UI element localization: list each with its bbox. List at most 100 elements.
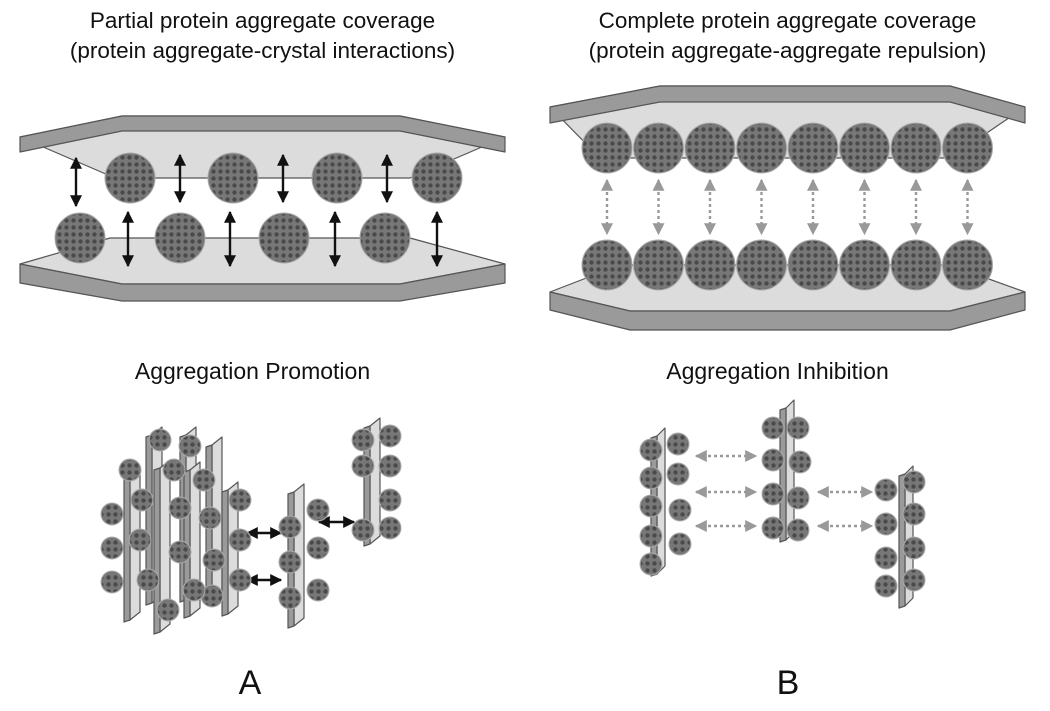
panel-a-stacked-aggregate-2-texture: [102, 538, 122, 558]
panel-a-stacked-aggregate-9-texture: [170, 542, 190, 562]
panel-b-left-aggregate-5: [639, 552, 663, 576]
panel-b-right-aggregate-6: [902, 502, 926, 526]
panel-a-top-aggregate-1-texture: [106, 154, 154, 202]
panel-b-label: B: [776, 664, 800, 702]
panel-b-right-aggregate-2-texture: [876, 514, 896, 534]
panel-b-left-aggregate-9-texture: [670, 534, 690, 554]
panel-a-subtitle: Aggregation Promotion: [134, 358, 371, 384]
panel-b-bottom-aggregate-4: [736, 239, 787, 291]
panel-b-bottom-aggregate-6-texture: [840, 241, 889, 289]
panel-a-title-line1: Partial protein aggregate coverage: [89, 8, 436, 33]
panel-b-center-aggregate-7: [786, 486, 810, 510]
panel-b-center-aggregate-8-texture: [788, 520, 808, 540]
panel-a-stacked-aggregate-27: [306, 578, 330, 602]
panel-a-stacked-aggregate-17-texture: [184, 580, 204, 600]
panel-a-stacked-aggregate-14-texture: [230, 490, 250, 510]
panel-b-bottom-aggregate-4-texture: [737, 241, 786, 289]
panel-b-title-line2: (protein aggregate-aggregate repulsion): [588, 38, 987, 63]
panel-b-right-aggregate-5: [902, 470, 926, 494]
panel-a-stacked-aggregate-9: [168, 540, 192, 564]
panel-a-stacked-aggregate-24: [278, 586, 302, 610]
panel-a-stacked-crystal-7-edge: [221, 489, 229, 617]
panel-b-center-aggregate-2-texture: [763, 450, 783, 470]
panel-b-left-aggregate-9: [668, 532, 692, 556]
panel-a-stacked-aggregate-7-texture: [164, 460, 184, 480]
panel-a-stacked-aggregate-32: [378, 454, 402, 478]
panel-b-bottom-aggregate-1: [581, 239, 633, 291]
panel-a-stacked-aggregate-15-texture: [230, 530, 250, 550]
panel-a-bottom-plate-edge: [19, 263, 506, 302]
panel-a-top-plate-edge: [19, 115, 506, 153]
panel-b-right-aggregate-7: [902, 536, 926, 560]
panel-a-stacked-aggregate-20: [148, 428, 172, 452]
panel-a-title: Partial protein aggregate coverage (prot…: [0, 6, 525, 66]
panel-b-bottom-aggregate-8-texture: [943, 241, 992, 289]
panel-a-stacked-aggregate-16-texture: [230, 570, 250, 590]
panel-a-label: A: [238, 664, 262, 702]
panel-b-right-aggregate-7-texture: [904, 538, 924, 558]
panel-b-center-aggregate-1-texture: [763, 418, 783, 438]
panel-a-bottom-aggregate-1: [54, 212, 106, 264]
panel-a-title-line2: (protein aggregate-crystal interactions): [69, 38, 456, 63]
panel-a-stacked-aggregate-21-texture: [180, 436, 200, 456]
panel-b-top-aggregate-8-texture: [943, 124, 992, 172]
panel-b-left-aggregate-6: [666, 432, 690, 456]
panel-a-stacked-aggregate-29-texture: [353, 456, 373, 476]
panel-b-bottom-aggregate-3: [684, 239, 736, 291]
panel-a-stacked-aggregate-8: [168, 496, 192, 520]
panel-a-stacked-aggregate-29: [351, 454, 375, 478]
panel-a-stacked-aggregate-34-texture: [380, 518, 400, 538]
panel-b-top-plate-edge: [549, 85, 1026, 124]
panel-a-bottom-aggregate-1-texture: [56, 214, 104, 262]
panel-b-center-aggregate-3-texture: [763, 484, 783, 504]
panel-a-stacked-aggregate-19-texture: [120, 460, 140, 480]
panel-a-top-aggregate-4-texture: [413, 154, 461, 202]
panel-b-center-aggregate-5-texture: [788, 418, 808, 438]
panel-b-left-aggregate-5-texture: [641, 554, 661, 574]
panel-a-stacked-aggregate-12-texture: [204, 550, 224, 570]
panel-a-bottom-aggregate-4: [359, 212, 411, 264]
panel-a-stacked-aggregate-3: [100, 570, 124, 594]
panel-b-center-aggregate-1: [761, 416, 785, 440]
panel-b-top-aggregate-4-texture: [737, 124, 786, 172]
panel-a-stacked-aggregate-11-texture: [200, 508, 220, 528]
panel-a-stacked-aggregate-10: [192, 468, 216, 492]
panel-b-top-aggregate-2: [633, 122, 684, 174]
panel-b-bottom-aggregate-8: [942, 239, 993, 291]
panel-a-stacked-aggregate-23: [278, 550, 302, 574]
panel-a-top-aggregate-1: [104, 152, 156, 204]
panel-b-top-aggregate-7-texture: [892, 124, 940, 172]
panel-b-bottom-aggregate-1-texture: [583, 241, 631, 289]
panel-b-bottom-aggregate-6: [839, 239, 890, 291]
panel-a-stacked-aggregate-16: [228, 568, 252, 592]
panel-b-top-aggregate-2-texture: [634, 124, 683, 172]
panel-a-stacked-aggregate-33: [378, 488, 402, 512]
panel-b-right-aggregate-4-texture: [876, 576, 896, 596]
panel-a-stacked-aggregate-22: [278, 515, 302, 539]
panel-a-stacked-aggregate-10-texture: [194, 470, 214, 490]
panel-a-stacked-aggregate-25-texture: [308, 500, 328, 520]
panel-a-stacked-aggregate-17: [182, 578, 206, 602]
panel-b-left-aggregate-4-texture: [641, 526, 661, 546]
panel-a-stacked-aggregate-20-texture: [150, 430, 170, 450]
panel-a-stacked-aggregate-2: [100, 536, 124, 560]
panel-a-stacked-aggregate-13: [200, 584, 224, 608]
panel-b-right-crystal-edge: [898, 473, 906, 609]
panel-a-stacked-aggregate-22-texture: [280, 517, 300, 537]
panel-b-top-aggregate-1: [581, 122, 633, 174]
panel-a-stacked-aggregate-6: [136, 568, 160, 592]
panel-a-stacked-aggregate-11: [198, 506, 222, 530]
panel-b-bottom-aggregate-7-texture: [892, 241, 940, 289]
panel-b-right-aggregate-4: [874, 574, 898, 598]
panel-b-center-aggregate-5: [786, 416, 810, 440]
panel-b-top-aggregate-6: [839, 122, 890, 174]
panel-a-stacked-aggregate-32-texture: [380, 456, 400, 476]
panel-b-center-aggregate-6-texture: [790, 452, 810, 472]
panel-b-top-aggregate-8: [942, 122, 993, 174]
panel-b-right-aggregate-8: [902, 568, 926, 592]
panel-a-bottom-aggregate-3-texture: [260, 214, 308, 262]
panel-a-stacked-aggregate-33-texture: [380, 490, 400, 510]
panel-a-bottom-aggregate-3: [258, 212, 310, 264]
panel-a-stacked-aggregate-5: [128, 528, 152, 552]
panel-b-right-aggregate-8-texture: [904, 570, 924, 590]
